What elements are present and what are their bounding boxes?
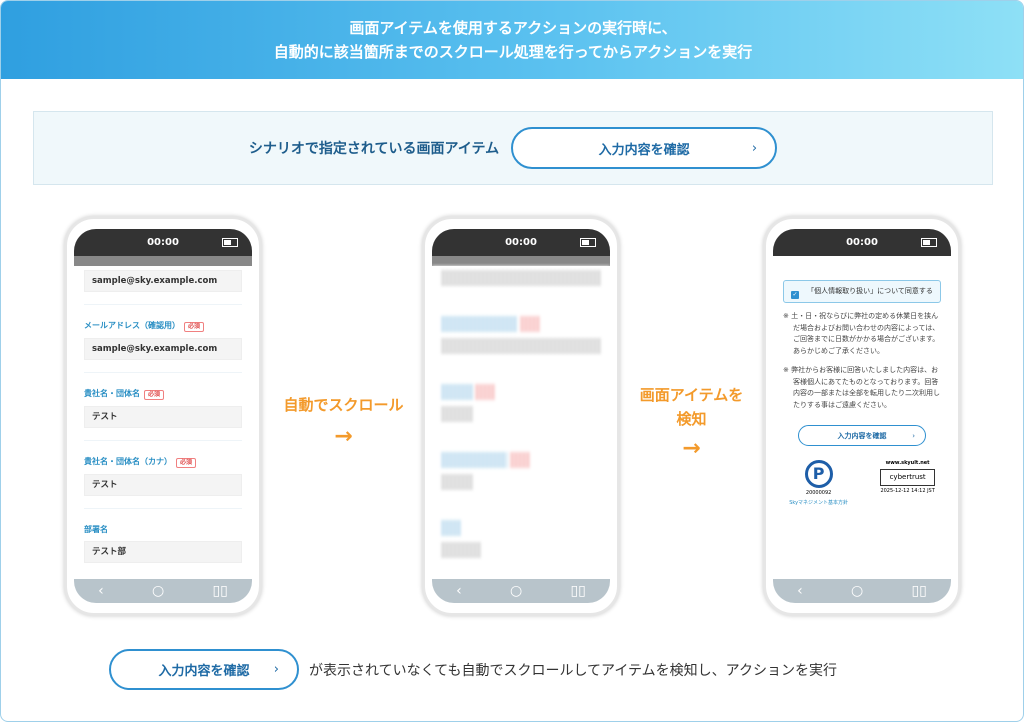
recent-apps-icon[interactable]: ▯▯ xyxy=(570,583,586,599)
summary-row: 入力内容を確認 › が表示されていなくても自動でスクロールしてアイテムを検知し、ア… xyxy=(109,649,837,690)
home-icon[interactable]: ○ xyxy=(509,583,523,599)
scenario-label: シナリオで指定されている画面アイテム xyxy=(248,141,500,157)
scenario-box: シナリオで指定されている画面アイテム 入力内容を確認 › xyxy=(33,111,993,185)
home-icon[interactable]: ○ xyxy=(151,583,165,599)
back-icon[interactable]: ‹ xyxy=(98,583,104,599)
blurred-field xyxy=(442,338,600,354)
confirm-input-button[interactable]: 入力内容を確認 › xyxy=(511,127,778,169)
checkbox-checked-icon: ✓ xyxy=(791,291,799,299)
blurred-field xyxy=(442,474,472,490)
field-label: 部署名 xyxy=(84,525,108,534)
battery-icon xyxy=(222,238,238,247)
divider xyxy=(84,372,242,373)
field-label-text: メールアドレス（確認用） xyxy=(84,321,180,330)
nav-bar: ‹ ○ ▯▯ xyxy=(773,579,951,603)
step-auto-scroll: 自動でスクロール → xyxy=(271,393,416,449)
note-text: 土・日・祝ならびに弊社の定める休業日を挟んだ場合およびお問い合わせの内容によって… xyxy=(791,312,940,355)
email-field[interactable]: sample@sky.example.com xyxy=(84,270,242,292)
required-badge: 必須 xyxy=(184,322,205,332)
app-bar xyxy=(432,256,610,266)
step-detect: 画面アイテムを 検知 → xyxy=(629,383,754,461)
required-badge: 必須 xyxy=(144,390,165,400)
header-banner: 画面アイテムを使用するアクションの実行時に、 自動的に該当箇所までのスクロール処… xyxy=(1,1,1023,79)
button-label: 入力内容を確認 xyxy=(837,431,887,440)
battery-icon xyxy=(580,238,596,247)
note-text: 弊社からお客様に回答いたしました内容は、お客様個人にあてたものとなっております。… xyxy=(791,366,940,409)
blurred-field xyxy=(442,270,600,286)
clock: 00:00 xyxy=(846,237,878,248)
field-label-text: 貴社名・団体名 xyxy=(84,389,140,398)
field-label: メールアドレス（確認用） 必須 xyxy=(84,321,242,332)
blurred-field xyxy=(442,406,472,422)
summary-text: が表示されていなくても自動でスクロールしてアイテムを検知し、アクションを実行 xyxy=(309,662,837,679)
form-screen[interactable]: sample@sky.example.com メールアドレス（確認用） 必須 sa… xyxy=(74,266,252,579)
phone-before-scroll: 00:00 sample@sky.example.com メールアドレス（確認用… xyxy=(64,216,262,616)
blurred-label xyxy=(442,452,600,468)
privacy-number: 20000092 xyxy=(805,490,832,496)
company-field[interactable]: テスト xyxy=(84,406,242,428)
button-label: 入力内容を確認 xyxy=(158,664,250,679)
seal-site: www.skyult.net xyxy=(885,460,930,466)
management-policy-link[interactable]: Skyマネジメント基本方針 xyxy=(789,500,849,506)
clock: 00:00 xyxy=(505,237,537,248)
app-bar xyxy=(773,256,951,266)
recent-apps-icon[interactable]: ▯▯ xyxy=(212,583,228,599)
detected-screen[interactable]: ✓ 「個人情報取り扱い」について同意する ※ 土・日・祝ならびに弊社の定める休業日… xyxy=(773,266,951,579)
button-label: 入力内容を確認 xyxy=(598,142,690,158)
privacy-mark-icon: P xyxy=(804,460,833,488)
field-label-text: 貴社名・団体名（カナ） xyxy=(84,457,172,466)
note-1: ※ 土・日・祝ならびに弊社の定める休業日を挟んだ場合およびお問い合わせの内容によ… xyxy=(783,311,941,357)
email-confirm-field[interactable]: sample@sky.example.com xyxy=(84,338,242,360)
chevron-right-icon: › xyxy=(751,140,758,156)
blurred-label xyxy=(442,520,600,536)
battery-icon xyxy=(921,238,937,247)
arrow-right-icon: → xyxy=(682,436,701,461)
seal-name: cybertrust xyxy=(880,469,935,486)
home-icon[interactable]: ○ xyxy=(850,583,864,599)
step-label: 検知 xyxy=(676,410,707,428)
blurred-field xyxy=(442,542,482,558)
divider xyxy=(84,508,242,509)
scrolling-screen xyxy=(432,266,610,579)
blurred-label xyxy=(442,384,600,400)
step-label: 画面アイテムを xyxy=(639,386,744,404)
app-bar xyxy=(74,256,252,266)
status-bar: 00:00 xyxy=(74,229,252,256)
nav-bar: ‹ ○ ▯▯ xyxy=(74,579,252,603)
chevron-right-icon: › xyxy=(912,431,915,440)
back-icon[interactable]: ‹ xyxy=(797,583,803,599)
blurred-label xyxy=(442,316,600,332)
confirm-input-button-example[interactable]: 入力内容を確認 › xyxy=(109,649,299,690)
note-2: ※ 弊社からお客様に回答いたしました内容は、お客様個人にあてたものとなっておりま… xyxy=(783,365,941,411)
recent-apps-icon[interactable]: ▯▯ xyxy=(911,583,927,599)
department-field[interactable]: テスト部 xyxy=(84,541,242,563)
status-bar: 00:00 xyxy=(432,229,610,256)
seal-date: 2025-12-12 14:12 JST xyxy=(880,488,935,494)
chevron-right-icon: › xyxy=(273,662,279,677)
confirm-input-button-detected[interactable]: 入力内容を確認 › xyxy=(798,425,926,446)
privacy-agree-checkbox[interactable]: ✓ 「個人情報取り扱い」について同意する xyxy=(783,280,941,303)
header-line-2: 自動的に該当箇所までのスクロール処理を行ってからアクションを実行 xyxy=(273,43,753,61)
arrow-right-icon: → xyxy=(334,424,353,449)
cybertrust-seal[interactable]: www.skyult.net cybertrust 2025-12-12 14:12… xyxy=(880,460,935,507)
field-label: 貴社名・団体名（カナ） 必須 xyxy=(84,457,242,468)
company-kana-field[interactable]: テスト xyxy=(84,474,242,496)
note-mark: ※ xyxy=(783,312,789,320)
step-label: 自動でスクロール xyxy=(283,396,404,414)
divider xyxy=(84,304,242,305)
nav-bar: ‹ ○ ▯▯ xyxy=(432,579,610,603)
checkbox-label: 「個人情報取り扱い」について同意する xyxy=(807,287,933,295)
phone-item-detected: 00:00 ✓ 「個人情報取り扱い」について同意する ※ 土・日・祝ならびに弊社の… xyxy=(763,216,961,616)
note-mark: ※ xyxy=(783,366,789,374)
field-label: 貴社名・団体名必須 xyxy=(84,389,242,400)
status-bar: 00:00 xyxy=(773,229,951,256)
back-icon[interactable]: ‹ xyxy=(456,583,462,599)
phone-scrolling: 00:00 ‹ ○ ▯▯ xyxy=(422,216,620,616)
header-line-1: 画面アイテムを使用するアクションの実行時に、 xyxy=(349,19,677,37)
clock: 00:00 xyxy=(147,237,179,248)
divider xyxy=(84,440,242,441)
required-badge: 必須 xyxy=(176,458,197,468)
